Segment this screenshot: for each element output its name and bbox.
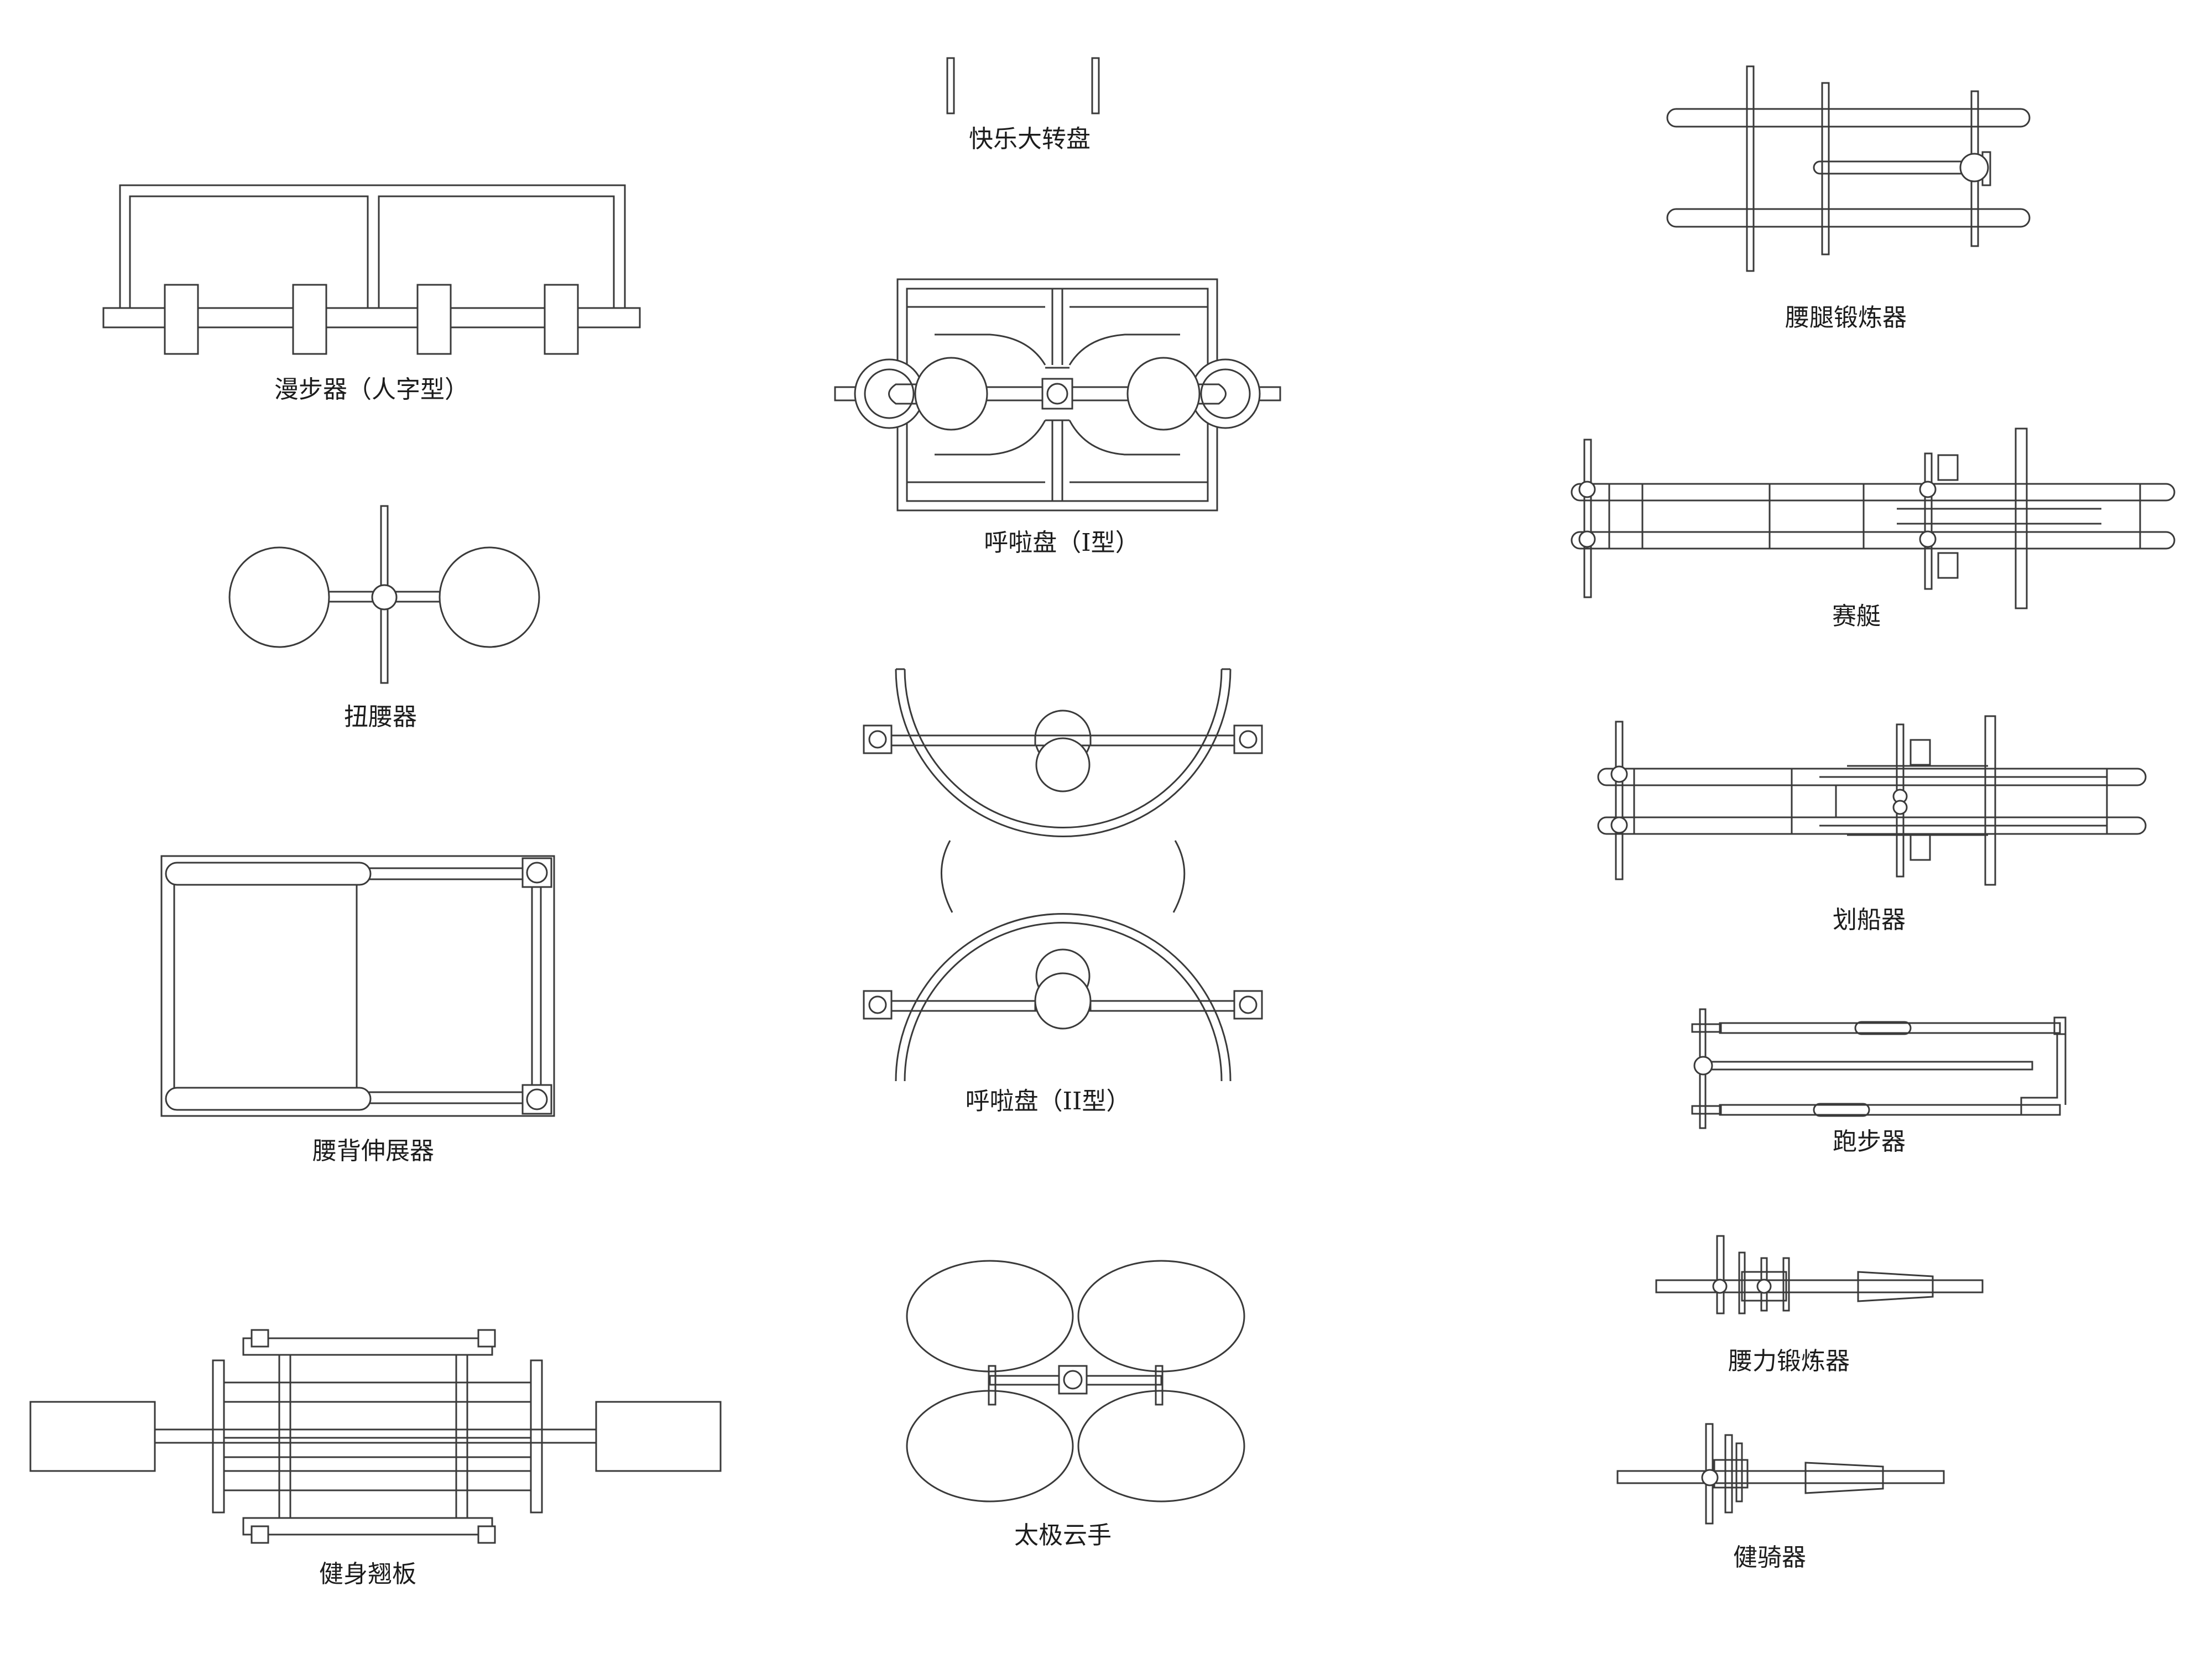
waist-twister-label: 扭腰器 [344, 703, 417, 731]
walker-label: 漫步器（人字型） [274, 375, 469, 404]
happy-turntable-symbol [946, 57, 1100, 114]
running-machine-label: 跑步器 [1833, 1128, 1906, 1156]
rowing-machine-label: 划船器 [1833, 906, 1906, 934]
back-stretcher-label: 腰背伸展器 [312, 1137, 434, 1165]
happy-turntable-label: 快乐大转盘 [969, 125, 1091, 153]
taichi-hands-label: 太极云手 [1014, 1521, 1112, 1550]
rowing-race-symbol [1571, 427, 2176, 609]
waist-strength-trainer-label: 腰力锻炼器 [1728, 1347, 1850, 1375]
waist-twister-symbol [228, 505, 540, 684]
riding-machine-label: 健骑器 [1733, 1543, 1806, 1572]
rowing-machine-symbol [1597, 715, 2147, 886]
fitness-seesaw-label: 健身翘板 [319, 1560, 416, 1588]
hula-disc-type1-label: 呼啦盘（I型） [984, 529, 1140, 557]
waist-leg-trainer-symbol [1666, 65, 2031, 272]
back-stretcher-symbol [160, 855, 555, 1117]
riding-machine-symbol [1616, 1423, 1945, 1525]
walker-symbol [102, 184, 641, 355]
rowing-race-label: 赛艇 [1832, 602, 1881, 630]
waist-leg-trainer-label: 腰腿锻炼器 [1785, 304, 1907, 332]
running-machine-symbol [1691, 1008, 2067, 1129]
hula-disc-type2-symbol [863, 668, 1263, 1082]
hula-disc-type1-symbol [834, 278, 1281, 512]
fitness-seesaw-symbol [29, 1329, 722, 1544]
waist-strength-trainer-symbol [1655, 1235, 1984, 1314]
taichi-hands-symbol [906, 1260, 1245, 1503]
hula-disc-type2-label: 呼啦盘（II型） [965, 1087, 1131, 1115]
